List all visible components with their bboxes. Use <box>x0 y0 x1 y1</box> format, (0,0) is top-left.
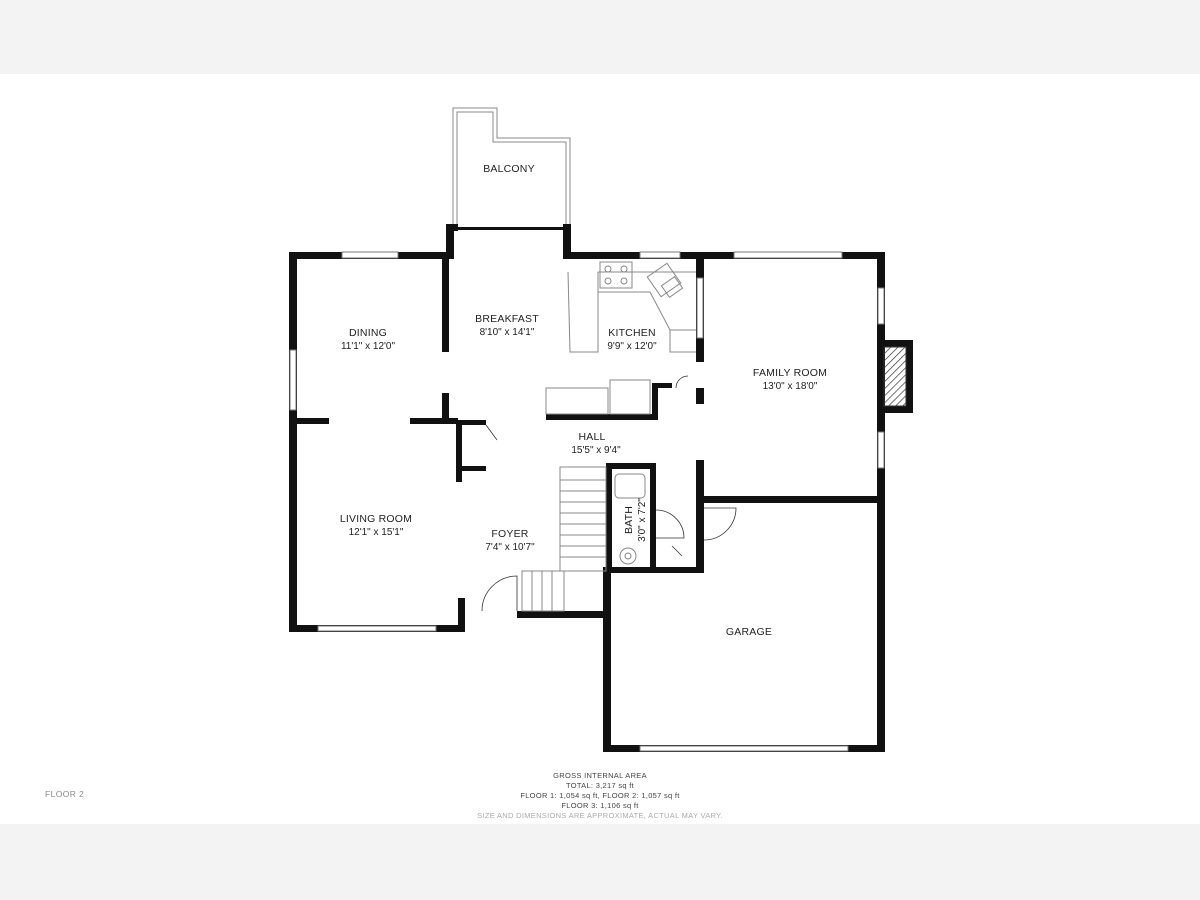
garage-label: GARAGE <box>726 626 772 638</box>
breakfast-label: BREAKFAST <box>475 313 539 325</box>
dining-dims: 11'1" x 12'0" <box>341 341 396 352</box>
floor-label: FLOOR 2 <box>45 789 85 799</box>
kitchen-counters <box>545 261 696 415</box>
hall-dims: 15'5" x 9'4" <box>571 445 621 456</box>
foyer-label: FOYER <box>491 528 528 540</box>
walls <box>289 224 913 752</box>
breakfast-dims: 8'10" x 14'1" <box>480 327 535 338</box>
living-room-dims: 12'1" x 15'1" <box>349 527 404 538</box>
fireplace <box>883 346 907 407</box>
family-room-label: FAMILY ROOM <box>753 367 827 379</box>
kitchen-dims: 9'9" x 12'0" <box>607 341 657 352</box>
balcony-label: BALCONY <box>483 163 535 175</box>
bath-fixtures <box>614 473 646 565</box>
living-room-label: LIVING ROOM <box>340 513 412 525</box>
area-disclaimer: SIZE AND DIMENSIONS ARE APPROXIMATE, ACT… <box>477 811 723 820</box>
bottom-band <box>0 824 1200 900</box>
bath-dims: 3'0" x 7'2" <box>637 498 648 542</box>
room-labels: BALCONY DINING 11'1" x 12'0" BREAKFAST 8… <box>340 163 827 638</box>
area-floor-3: FLOOR 3: 1,106 sq ft <box>561 801 639 810</box>
area-heading: GROSS INTERNAL AREA <box>553 771 647 780</box>
bath-label: BATH <box>623 506 635 534</box>
kitchen-label: KITCHEN <box>608 327 656 339</box>
balcony-outline <box>452 107 571 228</box>
foyer-dims: 7'4" x 10'7" <box>485 542 535 553</box>
doors <box>481 424 737 612</box>
hall-label: HALL <box>578 431 605 443</box>
area-floors-1-2: FLOOR 1: 1,054 sq ft, FLOOR 2: 1,057 sq … <box>520 791 680 800</box>
dining-label: DINING <box>349 327 387 339</box>
windows <box>289 251 885 752</box>
top-band <box>0 0 1200 74</box>
family-room-dims: 13'0" x 18'0" <box>763 381 818 392</box>
stairs <box>521 466 607 612</box>
area-summary: GROSS INTERNAL AREA TOTAL: 3,217 sq ft F… <box>400 771 800 821</box>
area-total: TOTAL: 3,217 sq ft <box>565 781 635 790</box>
